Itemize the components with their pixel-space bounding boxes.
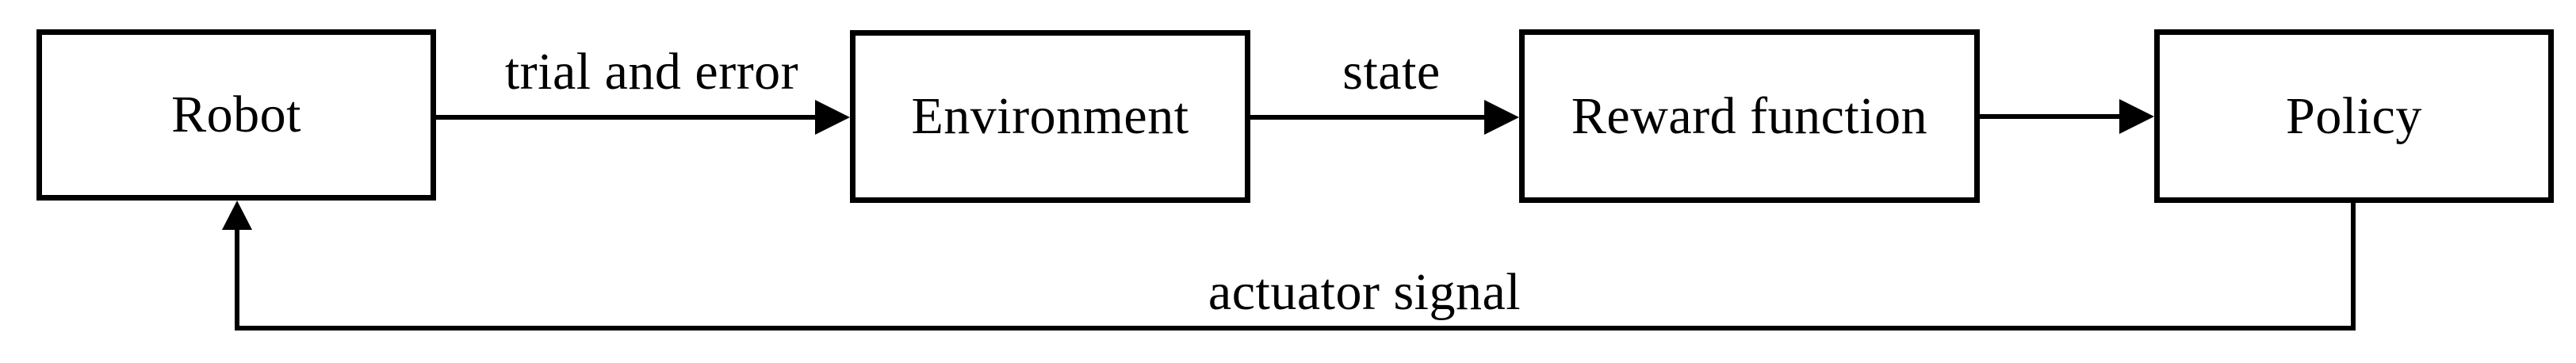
- node-policy[interactable]: Policy: [2154, 29, 2554, 203]
- node-policy-label: Policy: [2286, 86, 2422, 145]
- edge-environment-to-reward: [1250, 100, 1519, 135]
- edge-label-trial-and-error: trial and error: [504, 43, 799, 101]
- node-robot-label: Robot: [171, 86, 301, 143]
- edge-label-actuator-signal: actuator signal: [1208, 263, 1521, 321]
- edge-reward-to-policy: [1980, 99, 2154, 134]
- node-environment[interactable]: Environment: [850, 30, 1250, 203]
- edge-label-state: state: [1342, 43, 1441, 101]
- node-reward-function[interactable]: Reward function: [1519, 29, 1980, 203]
- edge-robot-to-environment: [436, 100, 850, 135]
- node-environment-label: Environment: [911, 87, 1189, 145]
- node-robot[interactable]: Robot: [36, 29, 436, 201]
- node-reward-function-label: Reward function: [1571, 86, 1928, 145]
